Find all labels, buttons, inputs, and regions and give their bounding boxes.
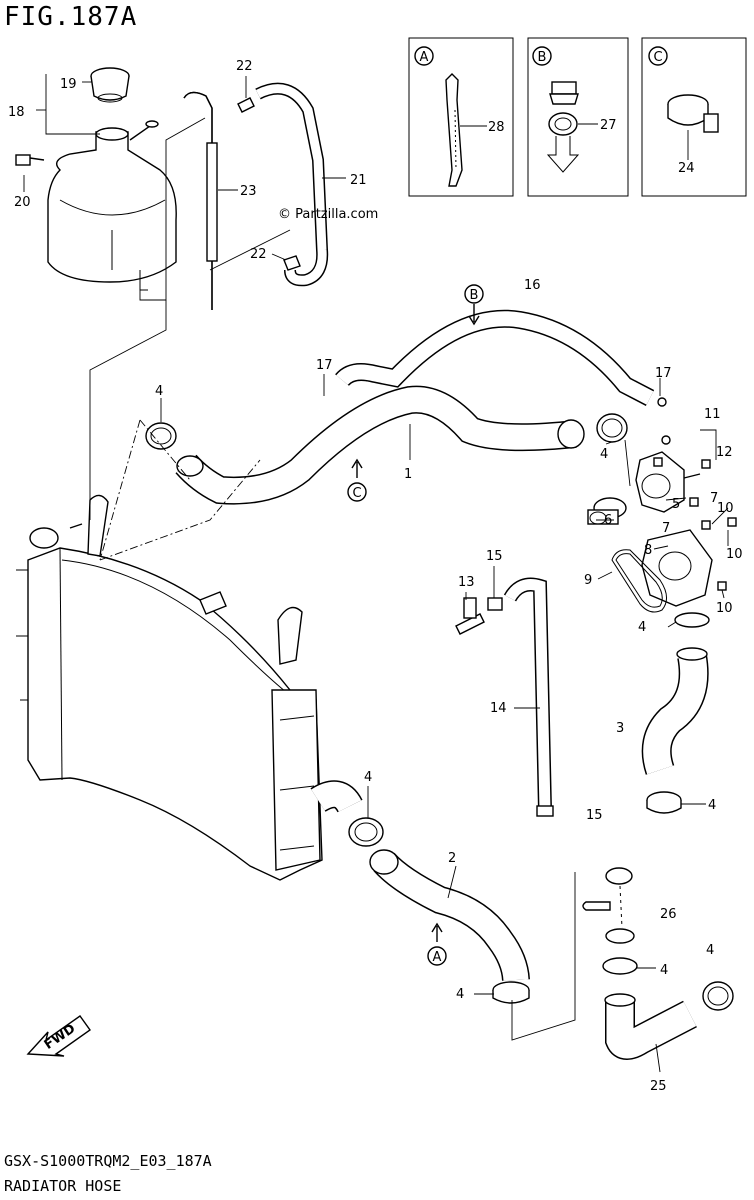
hose-2	[310, 780, 530, 982]
callout-1: 1	[404, 467, 412, 482]
marker-b-letter: B	[470, 288, 479, 303]
clamp-4-hose2-top	[348, 817, 384, 847]
inset-c-letter: C	[653, 50, 662, 65]
hose-clamp-icon	[548, 112, 578, 136]
pipe-26	[582, 867, 635, 944]
callout-16: 16	[524, 278, 541, 293]
callout-2: 2	[448, 851, 456, 866]
callout-22-bottom: 22	[250, 247, 267, 262]
radiator	[16, 494, 323, 881]
inset-c: C 24	[641, 37, 747, 197]
fwd-arrow: FWD	[26, 1015, 91, 1057]
callout-13: 13	[458, 575, 475, 590]
watermark: © Partzilla.com	[278, 207, 378, 222]
inset-a: A 28	[408, 37, 514, 197]
clip-15-bottom	[536, 805, 554, 817]
callout-4-hose1: 4	[155, 384, 163, 399]
inset-b: B 27	[527, 37, 629, 197]
clip-15-top	[487, 597, 503, 611]
clamp-4-hose3-bottom	[646, 791, 682, 814]
callout-21: 21	[350, 173, 367, 188]
callout-4-thermo: 4	[600, 447, 608, 462]
thermostat-housing	[635, 397, 701, 513]
reference-lines	[89, 117, 717, 1041]
callout-17-right: 17	[655, 366, 672, 381]
callout-4-hose3-bottom: 4	[708, 798, 716, 813]
callout-7-top: 7	[710, 491, 718, 506]
marker-a-letter: A	[433, 950, 442, 965]
callout-10-bottom: 10	[716, 601, 733, 616]
callout-15-top: 15	[486, 549, 503, 564]
callout-15-bottom: 15	[586, 808, 603, 823]
footer-model-code: GSX-S1000TRQM2_E03_187A	[4, 1152, 212, 1170]
clamp-4-hose1	[145, 422, 177, 450]
callout-4-hose25: 4	[706, 943, 714, 958]
leader-lines	[23, 74, 729, 1073]
callout-7-mid: 7	[662, 521, 670, 536]
hose-3	[641, 647, 709, 775]
callout-19: 19	[60, 77, 77, 92]
reservoir-tank	[47, 120, 177, 291]
clamp-22-top	[237, 97, 255, 113]
callout-22-top: 22	[236, 59, 253, 74]
bleeder-13	[455, 597, 485, 635]
callout-3: 3	[616, 721, 624, 736]
callout-4-pipe26: 4	[660, 963, 668, 978]
footer-section-name: RADIATOR HOSE	[4, 1177, 122, 1195]
callout-6: 6	[604, 513, 612, 528]
callout-14: 14	[490, 701, 507, 716]
callout-25: 25	[650, 1079, 667, 1094]
callout-18: 18	[8, 105, 25, 120]
clamp-22-bottom	[283, 255, 301, 271]
bolt-20	[15, 154, 45, 166]
callout-11: 11	[704, 407, 721, 422]
callout-4-hose3-top: 4	[638, 620, 646, 635]
hose-21	[255, 82, 329, 287]
callout-10-top: 10	[717, 501, 734, 516]
callout-9: 9	[584, 573, 592, 588]
callout-27: 27	[600, 118, 617, 133]
thermostat-6	[587, 497, 627, 525]
o-ring-9	[611, 549, 667, 613]
callout-8: 8	[644, 543, 652, 558]
clamp-4-hose3-top	[674, 612, 710, 628]
marker-b: B	[464, 284, 484, 326]
callout-12: 12	[716, 445, 733, 460]
inset-b-letter: B	[538, 50, 547, 65]
callout-23: 23	[240, 184, 257, 199]
marker-c-letter: C	[352, 486, 361, 501]
hose-1	[175, 385, 585, 505]
callout-labels: 18 19 20 22 23 21 22 16 17 17 4 11 1 4 1…	[8, 59, 743, 1094]
callout-28: 28	[488, 120, 505, 135]
clamp-4-hose2-bottom	[492, 981, 530, 1004]
callout-4-hose2-bottom: 4	[456, 987, 464, 1002]
reservoir-cap	[90, 67, 130, 103]
callout-26: 26	[660, 907, 677, 922]
callout-20: 20	[14, 195, 31, 210]
bolts-10-7	[653, 457, 737, 591]
hose-14	[503, 577, 552, 811]
cable-tie-icon	[445, 73, 463, 187]
clamp-4-pipe26	[602, 957, 638, 975]
overflow-hose-23	[183, 91, 218, 310]
clamp-4-hose25	[702, 981, 734, 1011]
callout-10-right: 10	[726, 547, 743, 562]
callout-17-left: 17	[316, 358, 333, 373]
clamp-4-thermo	[596, 413, 628, 443]
hose-16	[335, 309, 655, 406]
thermostat-cover-8	[641, 529, 713, 607]
callout-4-hose2-top: 4	[364, 770, 372, 785]
callout-5: 5	[672, 497, 680, 512]
hose-25	[604, 993, 697, 1060]
callout-24: 24	[678, 161, 695, 176]
marker-a: A	[427, 922, 447, 966]
marker-c: C	[347, 458, 367, 502]
inset-a-letter: A	[420, 50, 429, 65]
page-title: FIG.187A	[4, 2, 138, 32]
